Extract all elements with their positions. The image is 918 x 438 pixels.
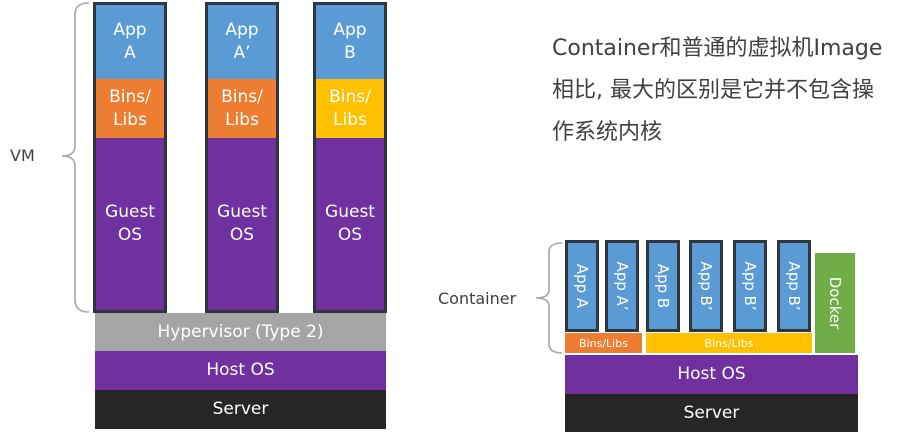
vm-app-b-line1: App (333, 20, 367, 41)
vm-bins-a-prime-line1: Bins/ (221, 86, 263, 107)
vm-guest-b-line2: OS (337, 225, 363, 245)
vm-app-a-line2: A (124, 43, 136, 63)
vm-app-a-prime: App A’ (208, 5, 276, 79)
container-bins-b-label: Bins/Libs (704, 336, 754, 350)
container-app-b-prime-3: App B’ (777, 240, 811, 332)
docker-label: Docker (826, 276, 844, 330)
container-host-os-label: Host OS (677, 364, 746, 385)
container-bins-a-label: Bins/Libs (579, 336, 628, 350)
container-brace (535, 242, 563, 354)
vm-bins-b-line2: Libs (333, 109, 367, 130)
vm-bins-b-line1: Bins/ (329, 86, 371, 107)
vm-guest-os-a: Guest OS (96, 138, 164, 310)
vm-guest-b-line1: Guest (325, 202, 375, 223)
container-app-a-prime: App A’ (605, 240, 639, 332)
vm-app-a-prime-line1: App (225, 20, 259, 41)
vm-label: VM (10, 146, 35, 165)
vm-host-os-label: Host OS (206, 360, 275, 381)
container-bins-libs-a: Bins/Libs (565, 333, 642, 353)
vm-guest-a-line2: OS (117, 225, 143, 245)
vm-bins-libs-b: Bins/ Libs (316, 79, 384, 138)
vm-host-os-layer: Host OS (95, 351, 386, 390)
container-app-b-prime-1-label: App B’ (697, 261, 715, 311)
container-server-layer: Server (565, 394, 858, 432)
description-line-3: 作系统内核 (552, 120, 663, 145)
container-app-a: App A (565, 240, 599, 332)
container-app-a-prime-label: App A’ (613, 261, 631, 311)
description-line-2: 相比, 最大的区别是它并不包含操 (552, 78, 874, 103)
vm-app-a-line1: App (113, 20, 147, 41)
description-line-1: Container和普通的虚拟机Image (552, 36, 883, 61)
vm-brace (61, 2, 90, 313)
container-app-b-prime-2-label: App B’ (741, 261, 759, 311)
vm-app-b: App B (316, 5, 384, 79)
container-app-b-prime-3-label: App B’ (785, 261, 803, 311)
container-app-b-label: App B (654, 263, 672, 309)
vm-bins-a-line2: Libs (113, 109, 147, 130)
container-app-b-prime-1: App B’ (689, 240, 723, 332)
vm-guest-os-a-prime: Guest OS (208, 138, 276, 310)
container-host-os-layer: Host OS (565, 355, 858, 394)
vm-guest-os-b: Guest OS (316, 138, 384, 310)
container-app-b: App B (646, 240, 680, 332)
vm-guest-a-prime-line1: Guest (217, 202, 267, 223)
vm-app-a-prime-line2: A’ (233, 43, 251, 63)
container-app-b-prime-2: App B’ (733, 240, 767, 332)
container-server-label: Server (683, 402, 740, 423)
vm-server-layer: Server (95, 390, 386, 429)
container-label: Container (438, 289, 517, 308)
vm-hypervisor-label: Hypervisor (Type 2) (157, 321, 324, 342)
vm-app-a: App A (96, 5, 164, 79)
docker-block: Docker (815, 253, 855, 353)
vm-bins-a-line1: Bins/ (109, 86, 151, 107)
vm-bins-a-prime-line2: Libs (225, 109, 259, 130)
vm-bins-libs-a: Bins/ Libs (96, 79, 164, 138)
container-app-a-label: App A (573, 263, 591, 309)
vm-app-b-line2: B (344, 43, 356, 63)
vm-guest-a-prime-line2: OS (229, 225, 255, 245)
vm-guest-a-line1: Guest (105, 202, 155, 223)
vm-server-label: Server (212, 399, 269, 420)
vm-bins-libs-a-prime: Bins/ Libs (208, 79, 276, 138)
description-text: Container和普通的虚拟机Image 相比, 最大的区别是它并不包含操 作… (552, 28, 918, 154)
vm-hypervisor-layer: Hypervisor (Type 2) (95, 313, 386, 351)
container-bins-libs-b: Bins/Libs (646, 333, 812, 353)
